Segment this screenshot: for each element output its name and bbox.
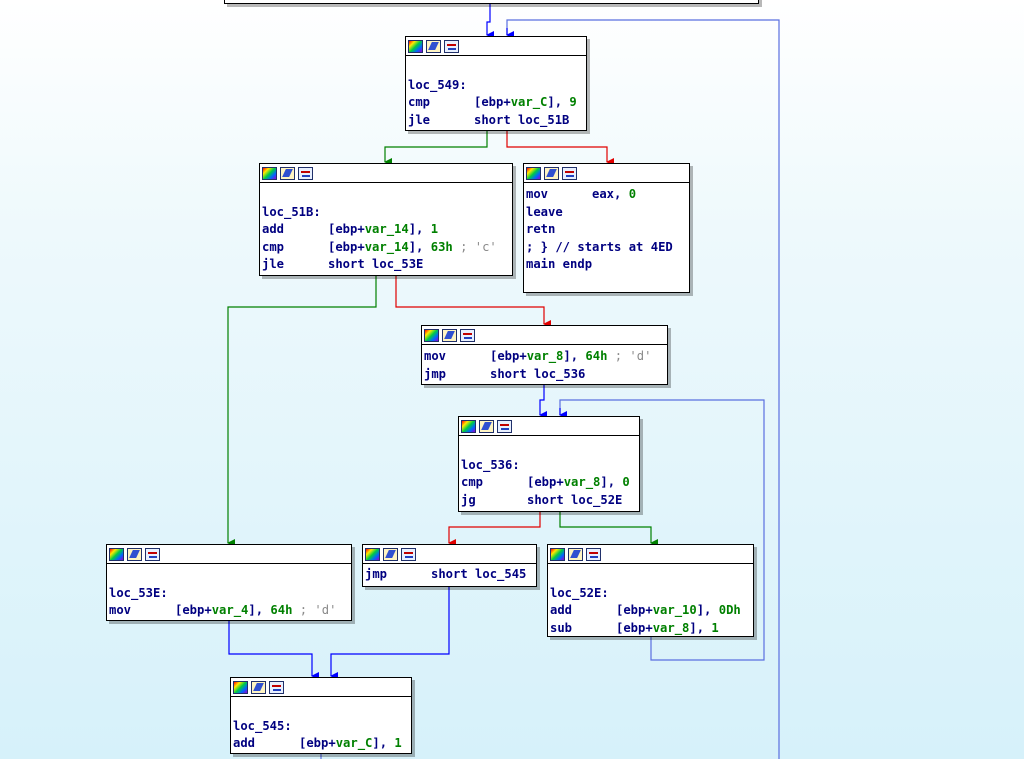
instruction[interactable]: leave <box>526 204 563 219</box>
graph-icon[interactable] <box>460 328 475 342</box>
instruction[interactable]: add[ebp+var_14], 1 <box>262 222 439 236</box>
color-icon[interactable] <box>262 166 277 180</box>
graph-icon[interactable] <box>145 547 160 561</box>
rename-icon[interactable] <box>544 166 559 180</box>
function-end-comment[interactable]: ; } // starts at 4ED <box>526 239 673 254</box>
edge-loc51B-true <box>227 276 377 547</box>
color-icon[interactable] <box>526 166 541 180</box>
instruction[interactable]: cmp[ebp+var_C], 9 <box>408 95 577 109</box>
graph-icon[interactable] <box>269 680 284 694</box>
rename-icon[interactable] <box>280 166 295 180</box>
color-icon[interactable] <box>550 547 565 561</box>
block-header <box>231 678 411 697</box>
graph-icon[interactable] <box>586 547 601 561</box>
edge-loc536-true <box>559 512 658 547</box>
rename-icon[interactable] <box>442 328 457 342</box>
edge-top-to-loc549 <box>486 4 494 39</box>
color-icon[interactable] <box>109 547 124 561</box>
instruction[interactable]: retn <box>526 222 556 236</box>
block-label[interactable]: loc_52E: <box>550 585 609 600</box>
block-label[interactable]: loc_536: <box>461 457 520 472</box>
block-header <box>524 164 689 183</box>
instruction[interactable]: add[ebp+var_10], 0Dh <box>550 603 741 617</box>
block-header <box>548 545 753 564</box>
block-header <box>406 37 586 56</box>
block-label[interactable]: loc_545: <box>233 718 292 733</box>
block-label[interactable]: loc_51B: <box>262 204 321 219</box>
block-loc-53E[interactable]: loc_53E: mov[ebp+var_4], 64h ; 'd' <box>106 544 352 621</box>
color-icon[interactable] <box>233 680 248 694</box>
block-loc-52E[interactable]: loc_52E: add[ebp+var_10], 0Dh sub[ebp+va… <box>547 544 754 637</box>
edge-loopback-to-loc549 <box>506 19 780 759</box>
instruction[interactable]: cmp[ebp+var_14], 63h ; 'c' <box>262 239 497 254</box>
edge-loc53E-to-loc545 <box>228 621 319 680</box>
partial-top-block[interactable] <box>224 0 759 4</box>
graph-icon[interactable] <box>497 419 512 433</box>
block-header <box>459 417 639 436</box>
graph-icon[interactable] <box>298 166 313 180</box>
edge-loc52E-loop <box>559 399 765 661</box>
edge-loc549-false <box>506 131 614 166</box>
block-label[interactable]: loc_549: <box>408 77 467 92</box>
block-header <box>107 545 351 564</box>
block-label[interactable]: loc_53E: <box>109 585 168 600</box>
block-header <box>363 545 536 564</box>
instruction[interactable]: mov[ebp+var_8], 64h ; 'd' <box>424 349 652 363</box>
color-icon[interactable] <box>408 39 423 53</box>
block-header <box>422 326 667 345</box>
edge-loc51B-false <box>395 276 551 328</box>
edge-mov-to-loc536 <box>539 385 547 419</box>
color-icon[interactable] <box>424 328 439 342</box>
color-icon[interactable] <box>461 419 476 433</box>
graph-icon[interactable] <box>401 547 416 561</box>
rename-icon[interactable] <box>568 547 583 561</box>
instruction[interactable]: mov[ebp+var_4], 64h ; 'd' <box>109 603 337 617</box>
block-loc-51B[interactable]: loc_51B: add[ebp+var_14], 1 cmp[ebp+var_… <box>259 163 513 276</box>
rename-icon[interactable] <box>383 547 398 561</box>
graph-icon[interactable] <box>562 166 577 180</box>
rename-icon[interactable] <box>426 39 441 53</box>
graph-icon[interactable] <box>444 39 459 53</box>
edge-jmp-to-loc545 <box>330 587 450 680</box>
rename-icon[interactable] <box>479 419 494 433</box>
edge-loc549-true <box>384 131 488 166</box>
block-loc-545[interactable]: loc_545: add[ebp+var_C], 1 <box>230 677 412 754</box>
instruction[interactable]: cmp[ebp+var_8], 0 <box>461 475 630 489</box>
function-end-label[interactable]: main endp <box>526 257 593 271</box>
instruction[interactable]: add[ebp+var_C], 1 <box>233 736 402 750</box>
instruction[interactable]: sub[ebp+var_8], 1 <box>550 620 719 635</box>
rename-icon[interactable] <box>251 680 266 694</box>
block-header <box>260 164 512 183</box>
edge-loc536-false <box>448 512 541 547</box>
color-icon[interactable] <box>365 547 380 561</box>
rename-icon[interactable] <box>127 547 142 561</box>
